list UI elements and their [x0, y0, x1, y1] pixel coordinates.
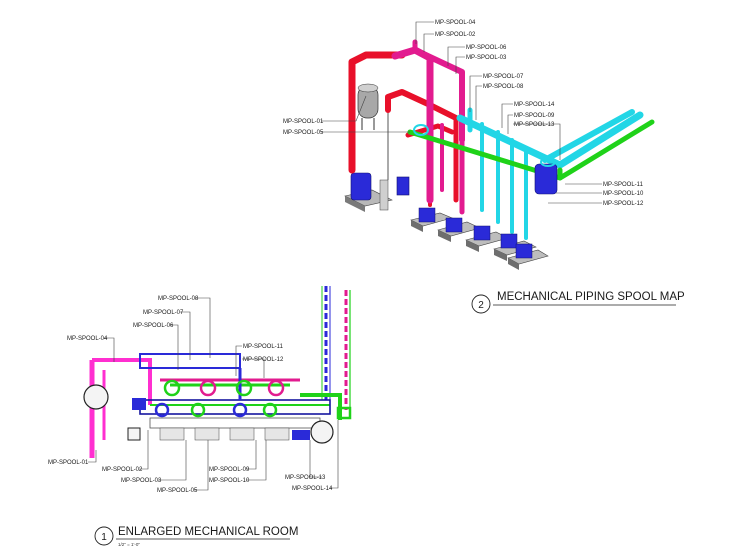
- view-number: 2: [478, 300, 484, 311]
- pump-bodies: [413, 124, 558, 259]
- iso-label-spool-11: MP-SPOOL-11: [603, 182, 644, 188]
- plan-label-spool-14: MP-SPOOL-14: [292, 486, 333, 492]
- view-number-bubble: [471, 294, 491, 314]
- iso-label-spool-03: MP-SPOOL-03: [466, 55, 507, 61]
- plan-valves: [154, 379, 352, 420]
- plan-label-spool-04: MP-SPOOL-04: [67, 336, 108, 342]
- iso-view-title: 2 MECHANICAL PIPING SPOOL MAP: [471, 291, 685, 314]
- plan-label-spool-01: MP-SPOOL-01: [48, 460, 89, 466]
- iso-labels: MP-SPOOL-04 MP-SPOOL-02 MP-SPOOL-06 MP-S…: [283, 20, 644, 207]
- iso-label-spool-12: MP-SPOOL-12: [603, 201, 644, 207]
- view-number-bubble: [94, 526, 114, 546]
- iso-label-spool-04: MP-SPOOL-04: [435, 20, 476, 26]
- view-title: ENLARGED MECHANICAL ROOM: [118, 526, 298, 538]
- plan-magenta-piping: [89, 358, 330, 458]
- plan-label-spool-08: MP-SPOOL-08: [158, 296, 199, 302]
- plan-equipment: [83, 384, 334, 444]
- view-title: MECHANICAL PIPING SPOOL MAP: [497, 291, 685, 303]
- view-scale: 1/2" = 1'-0": [118, 542, 140, 547]
- plan-label-spool-03: MP-SPOOL-03: [121, 478, 162, 484]
- plan-view-title: 1 ENLARGED MECHANICAL ROOM 1/2" = 1'-0": [94, 526, 298, 547]
- plan-label-spool-06: MP-SPOOL-06: [133, 323, 174, 329]
- plan-label-spool-10: MP-SPOOL-10: [209, 478, 250, 484]
- blue-tanks: [350, 110, 410, 211]
- iso-label-spool-06: MP-SPOOL-06: [466, 45, 507, 51]
- riser-lines: [321, 286, 351, 410]
- plan-label-spool-09: MP-SPOOL-09: [209, 467, 250, 473]
- plan-label-spool-11: MP-SPOOL-11: [243, 344, 284, 350]
- iso-label-spool-09: MP-SPOOL-09: [514, 113, 555, 119]
- iso-label-spool-08: MP-SPOOL-08: [483, 84, 524, 90]
- plan-label-spool-12: MP-SPOOL-12: [243, 357, 284, 363]
- iso-label-spool-07: MP-SPOOL-07: [483, 74, 524, 80]
- iso-label-spool-02: MP-SPOOL-02: [435, 32, 476, 38]
- iso-leaders: [321, 21, 602, 204]
- plan-view: MP-SPOOL-08 MP-SPOOL-07 MP-SPOOL-06 MP-S…: [48, 286, 352, 547]
- cyan-piping: [456, 107, 644, 240]
- plan-label-spool-07: MP-SPOOL-07: [143, 310, 184, 316]
- plan-label-spool-13: MP-SPOOL-13: [285, 475, 326, 481]
- iso-label-spool-13: MP-SPOOL-13: [514, 122, 555, 128]
- view-number: 1: [101, 532, 107, 543]
- plan-labels: MP-SPOOL-08 MP-SPOOL-07 MP-SPOOL-06 MP-S…: [48, 296, 333, 494]
- plan-label-spool-05: MP-SPOOL-05: [157, 488, 198, 494]
- iso-label-spool-05: MP-SPOOL-05: [283, 130, 324, 136]
- expansion-tank: [357, 83, 379, 130]
- isometric-view: MP-SPOOL-04 MP-SPOOL-02 MP-SPOOL-06 MP-S…: [283, 20, 685, 314]
- plan-label-spool-02: MP-SPOOL-02: [102, 467, 143, 473]
- iso-label-spool-01: MP-SPOOL-01: [283, 119, 324, 125]
- iso-label-spool-14: MP-SPOOL-14: [514, 102, 555, 108]
- iso-label-spool-10: MP-SPOOL-10: [603, 191, 644, 197]
- green-piping: [407, 119, 655, 181]
- plan-leaders: [88, 297, 339, 491]
